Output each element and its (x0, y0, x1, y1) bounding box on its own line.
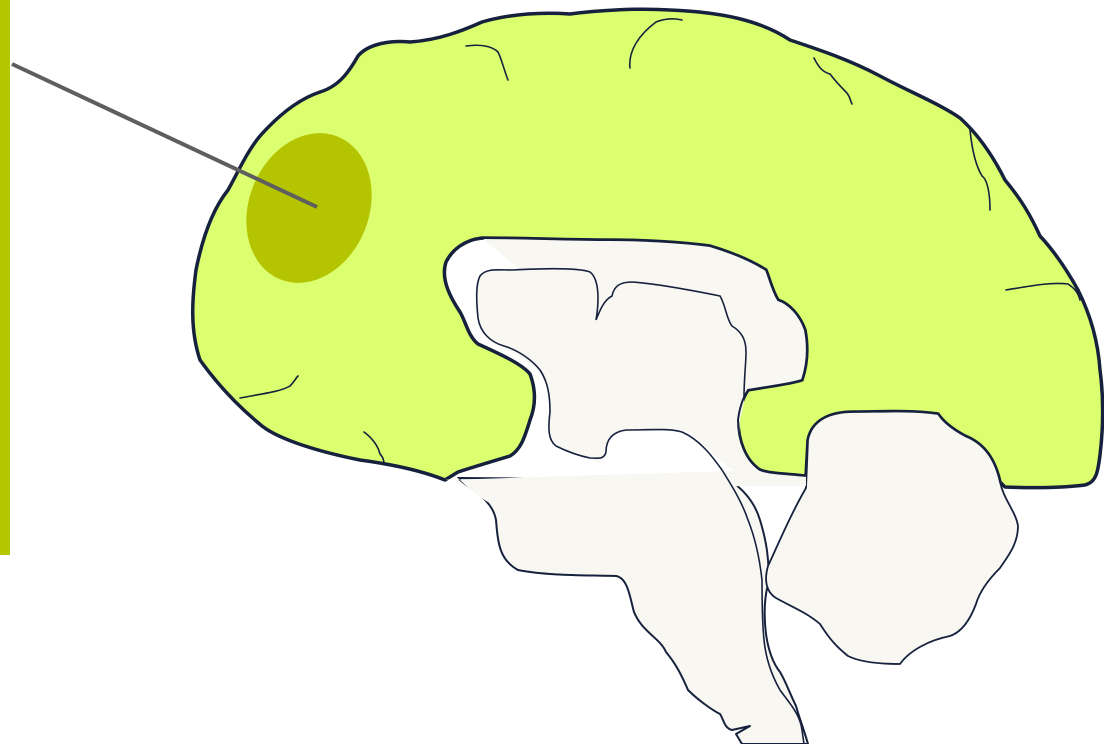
brainstem (458, 478, 808, 744)
